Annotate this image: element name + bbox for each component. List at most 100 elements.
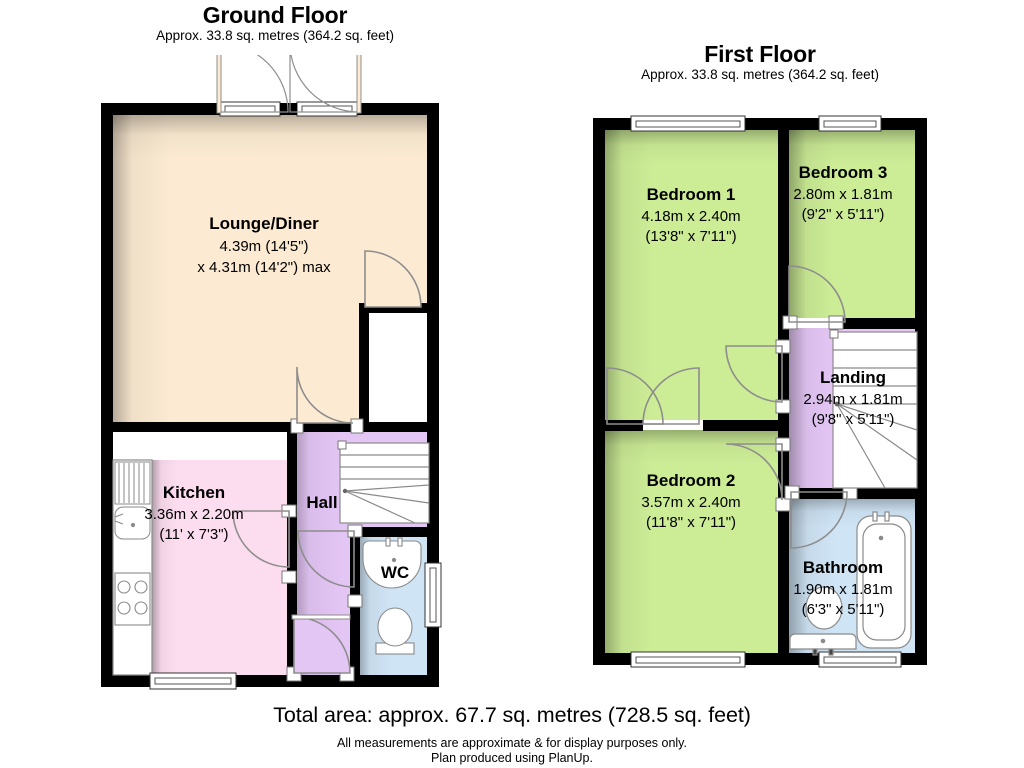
wall-wc-top [350,527,429,537]
bathroom-toilet-icon [805,586,843,630]
bathroom-name: Bathroom [803,558,883,577]
window-wc [424,562,442,628]
kitchen-dim2: (11' x 7'3") [159,526,228,543]
room-label-hall: Hall [306,493,337,512]
bedroom-2-dim2: (11'8" x 7'11") [646,514,736,531]
wardrobe-doors-bedroom-1 [606,367,700,425]
total-area-text: Total area: approx. 67.7 sq. metres (728… [273,703,751,727]
door-swing-lounge-hall [296,366,354,424]
first-floor-title: First Floor [704,41,816,67]
ground-floor-title: Ground Floor [202,2,348,28]
window-kitchen [149,672,237,690]
doorjamb-bed1-b [775,399,791,414]
room-label-kitchen: Kitchen 3.36m x 2.20m (11' x 7'3") [144,483,243,543]
landing-dim2: (9'8" x 5'11") [812,411,895,428]
first-floor-subtitle: Approx. 33.8 sq. metres (364.2 sq. feet) [641,67,879,82]
french-door-leaf-left [216,55,222,114]
disclaimer-line-2: Plan produced using PlanUp. [431,751,593,765]
window-bathroom [818,651,902,668]
wall-top-seg-b [745,118,819,130]
room-label-bedroom-2: Bedroom 2 3.57m x 2.40m (11'8" x 7'11") [641,471,740,531]
room-label-landing: Landing 2.94m x 1.81m (9'8" x 5'11") [803,368,902,428]
lounge-shade-top [111,115,429,159]
wall-cupboard-top [359,303,429,313]
doorjamb-bed2-b [775,497,791,512]
staircase-icon-first [832,331,918,489]
door-swing-kitchen [232,510,290,568]
kitchen-sink-icon [114,506,151,540]
ground-floor-subtitle: Approx. 33.8 sq. metres (364.2 sq. feet) [156,28,394,43]
hall-name: Hall [306,493,337,512]
door-swing-bedroom-1 [725,345,783,403]
window-bedroom-3 [818,115,882,132]
doorjamb-wc-b [347,594,363,608]
bedroom-1-shade [603,130,651,420]
wall-left-first [593,118,605,665]
stair-newel-first [829,329,839,339]
bedroom-3-dim1: 2.80m x 1.81m [793,186,892,203]
staircase-icon [339,442,430,524]
bedroom-1-dim2: (13'8" x 7'11") [645,228,736,245]
disclaimer-line-1: All measurements are approximate & for d… [337,736,687,750]
door-swing-front [291,614,351,674]
bedroom-2-shade-top [603,430,778,464]
wall-bed1-bed2-left [603,420,643,431]
bathroom-dim1: 1.90m x 1.81m [793,581,892,598]
bedroom-3-name: Bedroom 3 [799,163,888,182]
bathroom-basin-icon [789,633,857,656]
under-stairs-cupboard-floor [365,303,429,430]
bedroom-3-dim2: (9'2" x 5'11") [802,206,885,223]
wall-cupboard-left [359,303,369,430]
french-door-leaf-right [356,55,362,114]
wall-top-left [101,103,220,115]
bedroom-3-shade-top [789,130,917,164]
french-doors-icon [218,55,360,113]
kitchen-name: Kitchen [163,483,225,502]
bedroom-1-dim1: 4.18m x 2.40m [641,208,740,225]
door-swing-cupboard [364,250,422,308]
bedroom-2-name: Bedroom 2 [647,471,736,490]
kitchen-shade [152,460,178,675]
door-swing-bedroom-3 [788,265,846,323]
doorjamb-kitchen-b [281,570,297,584]
wall-right [427,103,439,687]
window-bedroom-2 [630,651,746,668]
door-swing-bathroom [790,491,848,549]
wall-spine-upper [778,130,789,420]
bedroom-2-dim1: 3.57m x 2.40m [641,494,740,511]
room-label-bedroom-1: Bedroom 1 4.18m x 2.40m (13'8" x 7'11") [641,185,740,245]
wall-right-first [915,118,927,665]
room-label-lounge-diner: Lounge/Diner 4.39m (14'5") x 4.31m (14'2… [197,214,331,276]
landing-shade [789,328,833,488]
kitchen-dim1: 3.36m x 2.20m [144,506,243,523]
lounge-diner-dim1: 4.39m (14'5") [219,238,308,255]
window-bedroom-1 [630,115,746,132]
wall-bed1-bed2-right [703,420,789,431]
stair-newel [337,440,347,450]
doorjamb-lounge-hall-b [350,418,364,434]
wall-lounge-bottom [111,422,429,432]
wall-bed3-landing [835,318,927,329]
lounge-shade [111,115,171,430]
room-label-bathroom: Bathroom 1.90m x 1.81m (6'3" x 5'11") [793,558,892,618]
room-label-wc: WC [381,563,409,582]
bedroom-1-shade-top [603,130,778,164]
lounge-diner-dim2: x 4.31m (14'2") max [197,259,331,276]
wc-name: WC [381,563,409,582]
wc-basin-icon [362,537,422,589]
door-swing-bedroom-2 [725,443,783,501]
door-swing-wc [297,530,355,588]
wall-left [101,103,113,687]
landing-dim1: 2.94m x 1.81m [803,391,902,408]
first-floor-plan: Bedroom 1 4.18m x 2.40m (13'8" x 7'11") … [593,115,927,668]
wall-kitchen-hall [287,430,297,675]
wall-landing-bathroom [789,488,927,499]
landing-name: Landing [820,368,886,387]
wc-toilet-icon [375,607,415,655]
room-label-bedroom-3: Bedroom 3 2.80m x 1.81m (9'2" x 5'11") [793,163,892,223]
kitchen-drainer-icon [114,461,151,505]
bathroom-dim2: (6'3" x 5'11") [802,601,885,618]
bedroom-1-name: Bedroom 1 [647,185,736,204]
bedroom-2-shade [603,430,651,665]
